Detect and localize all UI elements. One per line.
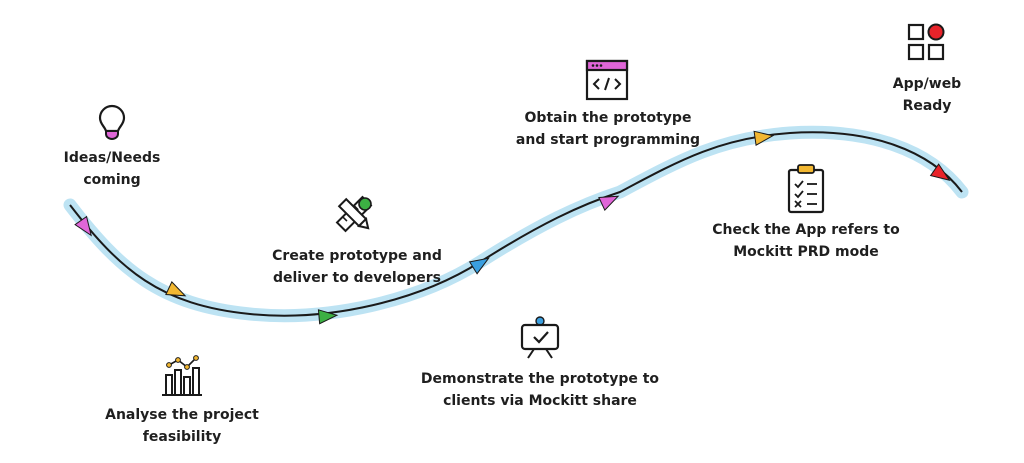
arrow-blue [468, 257, 490, 275]
step-label-check: Check the App refers to Mockitt PRD mode [712, 222, 900, 260]
step-label-demonstrate: Demonstrate the prototype to clients via… [420, 371, 660, 409]
step-label-ready: App/web Ready [892, 76, 962, 114]
arrow-yellow-right [753, 130, 775, 146]
bar-chart-icon [162, 355, 202, 396]
arrow-green [317, 309, 339, 325]
path-line [69, 131, 963, 317]
step-label-ideas: Ideas/Needs coming [63, 150, 161, 188]
presentation-board-icon [520, 316, 560, 359]
code-window-icon [585, 59, 629, 101]
step-label-analyse: Analyse the project feasibility [105, 407, 259, 445]
clipboard-checklist-icon [787, 164, 825, 214]
app-grid-icon [907, 23, 945, 61]
step-label-create: Create prototype and deliver to develope… [272, 248, 442, 286]
lightbulb-icon [98, 104, 126, 140]
arrow-yellow-left [165, 280, 187, 297]
arrow-magenta-left [74, 215, 92, 237]
step-label-obtain: Obtain the prototype and start programmi… [515, 110, 701, 148]
ruler-pencil-icon [335, 195, 373, 233]
arrow-magenta-right [598, 195, 620, 212]
arrow-red [929, 163, 951, 181]
